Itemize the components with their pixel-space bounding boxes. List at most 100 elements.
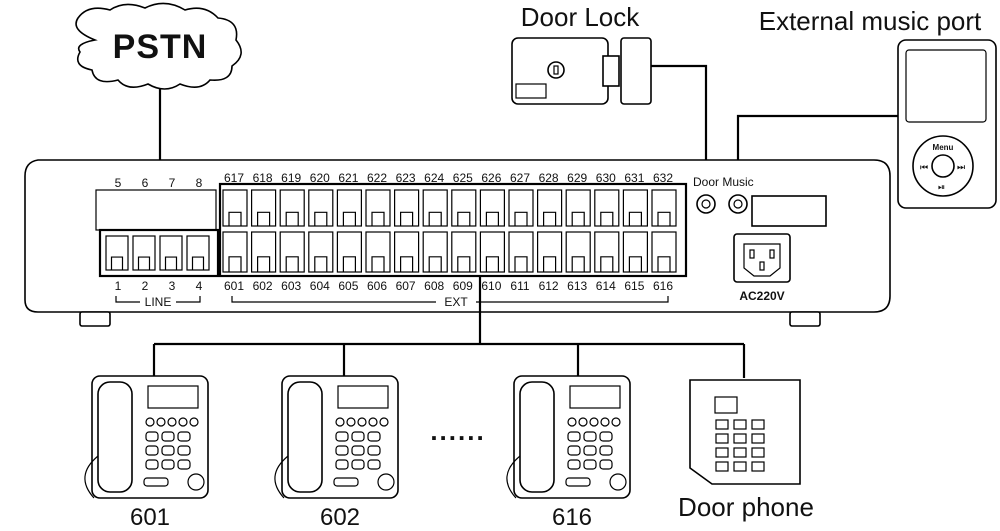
ext-port-label-616: 616 (653, 279, 673, 293)
ext-port-label-617: 617 (224, 171, 244, 185)
music-port-label: Music (722, 175, 753, 189)
ext-port-label-601: 601 (224, 279, 244, 293)
play-pause-icon: ⏯ (938, 182, 945, 192)
door-lock-label: Door Lock (521, 2, 640, 32)
ext-port-label-632: 632 (653, 171, 673, 185)
line-jack-2 (132, 235, 156, 271)
line-port-label-2: 2 (142, 279, 149, 293)
ext-port-label-626: 626 (481, 171, 501, 185)
ext-port-label-603: 603 (281, 279, 301, 293)
ext-jack-606 (365, 231, 391, 273)
ext-jack-622 (365, 189, 391, 227)
ext-port-label-627: 627 (510, 171, 530, 185)
door-phone-key (715, 433, 729, 444)
phone-display (569, 385, 621, 409)
door-port-label: Door (693, 175, 719, 189)
line-jacks (105, 235, 210, 271)
door-phone-icon (689, 379, 801, 485)
ellipsis: ...... (430, 416, 485, 446)
ext-jack-607 (394, 231, 420, 273)
ext-jack-609 (451, 231, 477, 273)
ext-jack-601 (222, 231, 248, 273)
ext-port-label-604: 604 (310, 279, 330, 293)
ext-jack-605 (336, 231, 362, 273)
ext-jack-629 (565, 189, 591, 227)
ext-jack-617 (222, 189, 248, 227)
line-port-label-6: 6 (142, 176, 149, 190)
line-port-label-7: 7 (169, 176, 176, 190)
phone-number-label: 602 (320, 504, 360, 531)
ext-port-label-614: 614 (596, 279, 616, 293)
door-lock-cable (651, 64, 708, 190)
ext-port-label-602: 602 (253, 279, 273, 293)
phone-601: 601 (84, 375, 209, 531)
door-phone-key (715, 419, 729, 430)
ext-jack-619 (279, 189, 305, 227)
door-jack (696, 194, 716, 214)
line-port-label-8: 8 (196, 176, 203, 190)
ext-port-label-605: 605 (338, 279, 358, 293)
door-phone-key (751, 433, 765, 444)
ext-port-block (218, 182, 688, 278)
pstn-label: PSTN (113, 28, 208, 66)
ext-port-label-625: 625 (453, 171, 473, 185)
power-switch (751, 195, 827, 227)
door-phone-key (751, 461, 765, 472)
ext-jack-628 (536, 189, 563, 227)
ext-port-label-610: 610 (481, 279, 501, 293)
ext-jack-618 (251, 189, 277, 227)
door-phone-key (733, 447, 747, 458)
ext-port-label-629: 629 (567, 171, 587, 185)
ext-jack-602 (251, 231, 277, 273)
line-port-block (98, 228, 220, 278)
ext-port-label-615: 615 (624, 279, 644, 293)
ext-port-label-613: 613 (567, 279, 587, 293)
next-icon: ⏭ (957, 162, 965, 172)
line-jack-4 (186, 235, 210, 271)
phone-display (337, 385, 389, 409)
ext-label: EXT (444, 295, 468, 309)
pstn-cloud: PSTN (75, 2, 242, 90)
line-port-label-4: 4 (196, 279, 203, 293)
ext-jack-620 (308, 189, 334, 227)
ext-jack-627 (508, 189, 534, 227)
door-phone-key (751, 419, 765, 430)
ext-port-label-622: 622 (367, 171, 387, 185)
line-jack-1 (105, 235, 129, 271)
handset-icon (287, 381, 323, 493)
door-phone-keypad (715, 419, 765, 472)
handset-icon (519, 381, 555, 493)
phone-number-label: 601 (130, 504, 170, 531)
ext-port-label-612: 612 (539, 279, 559, 293)
ext-jack-621 (336, 189, 362, 227)
menu-label: Menu (933, 143, 954, 152)
phone-616: 616 (506, 375, 631, 531)
ext-port-label-620: 620 (310, 171, 330, 185)
door-phone-key (733, 419, 747, 430)
ext-port-label-619: 619 (281, 171, 301, 185)
ext-jack-616 (651, 231, 677, 273)
ext-port-label-630: 630 (596, 171, 616, 185)
line-port-label-1: 1 (115, 279, 122, 293)
ext-jack-626 (479, 189, 505, 227)
ext-jack-604 (308, 231, 334, 273)
ext-jack-612 (536, 231, 563, 273)
ext-port-label-607: 607 (396, 279, 416, 293)
ext-jack-610 (479, 231, 505, 273)
ext-port-label-611: 611 (510, 279, 529, 293)
ext-port-label-618: 618 (253, 171, 273, 185)
ext-jack-613 (565, 231, 591, 273)
door-phone-label: Door phone (678, 492, 814, 522)
ext-port-label-623: 623 (396, 171, 416, 185)
line-label: LINE (145, 295, 172, 309)
pbx-unit: Door Music AC220V (24, 159, 891, 327)
door-phone-key (751, 447, 765, 458)
line-jack-3 (159, 235, 183, 271)
ext-port-label-606: 606 (367, 279, 387, 293)
ext-port-label-609: 609 (453, 279, 473, 293)
ext-jack-631 (622, 189, 649, 227)
